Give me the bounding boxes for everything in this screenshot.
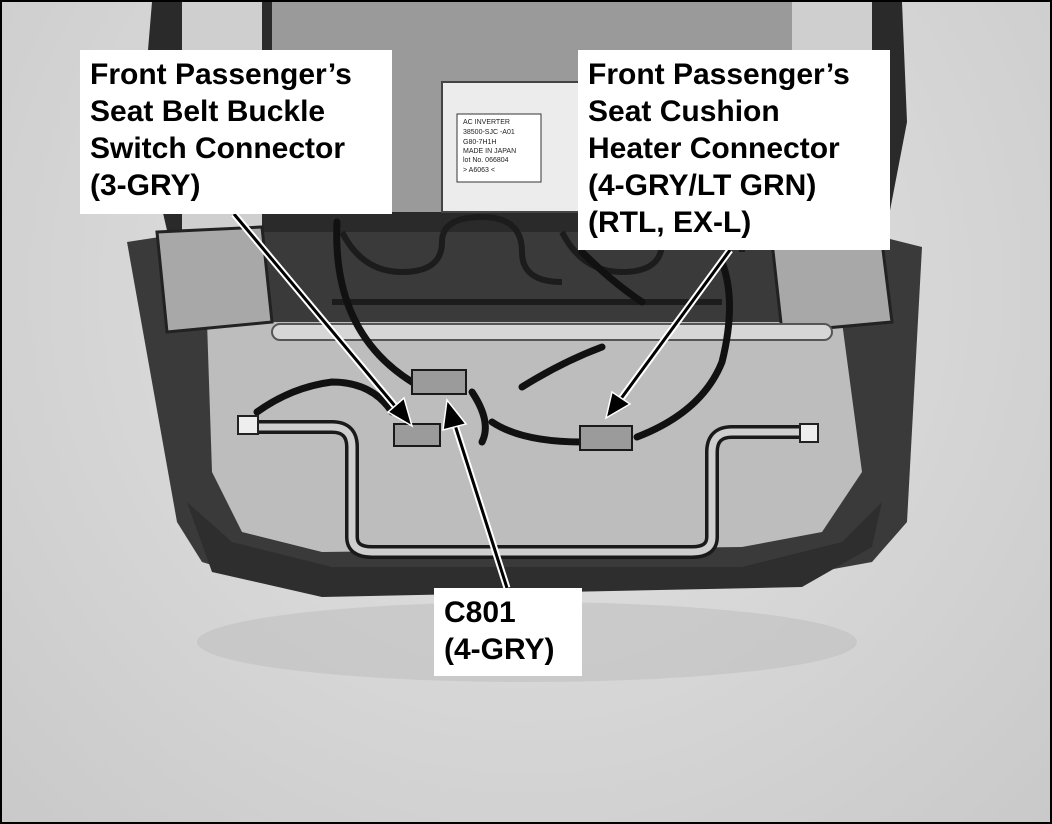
callout-line: (4-GRY/LT GRN): [588, 169, 817, 202]
right-seat-bracket: [770, 240, 894, 334]
c801-connector: [411, 369, 467, 395]
left-seat-bracket: [155, 225, 274, 334]
heater-connector: [579, 425, 633, 451]
callout-line: Seat Belt Buckle: [90, 95, 326, 128]
inverter-label-line-6: > A6063 <: [463, 167, 495, 174]
callout-line: Front Passenger’s: [588, 58, 850, 91]
callout-line: (RTL, EX-L): [588, 206, 752, 239]
inverter-label-line-5: lot No. 066804: [463, 157, 509, 164]
cushion-heater-connector-callout: Front Passenger’s Seat Cushion Heater Co…: [578, 50, 890, 250]
buckle-switch-connector: [393, 423, 441, 447]
callout-line: (4-GRY): [444, 633, 555, 666]
c801-arrowhead: [442, 398, 468, 432]
inverter-label-line-2: 38500-SJC -A01: [463, 129, 515, 136]
buckle-arrowhead: [386, 396, 414, 428]
callout-line: Switch Connector: [90, 132, 346, 165]
heater-arrowhead: [604, 390, 632, 420]
c801-connector-callout: C801 (4-GRY): [434, 588, 582, 676]
ac-inverter-label-plate: [456, 113, 542, 183]
callout-line: (3-GRY): [90, 169, 201, 202]
callout-line: C801: [444, 596, 516, 629]
upper-cross-tube: [271, 323, 833, 341]
wiring-harness: [253, 218, 733, 446]
inverter-label-line-1: AC INVERTER: [463, 119, 510, 126]
inverter-label-line-4: MADE IN JAPAN: [463, 148, 516, 155]
seat-cushion-skirt: [187, 502, 882, 597]
callout-line: Heater Connector: [588, 132, 840, 165]
buckle-switch-connector-callout: Front Passenger’s Seat Belt Buckle Switc…: [80, 50, 392, 214]
callout-line: Seat Cushion: [588, 95, 780, 128]
inverter-label-line-3: G80-7H1H: [463, 139, 496, 146]
right-connector-clip: [799, 423, 819, 443]
left-connector-clip: [237, 415, 259, 435]
leader-arrows: [231, 211, 733, 590]
callout-line: Front Passenger’s: [90, 58, 352, 91]
